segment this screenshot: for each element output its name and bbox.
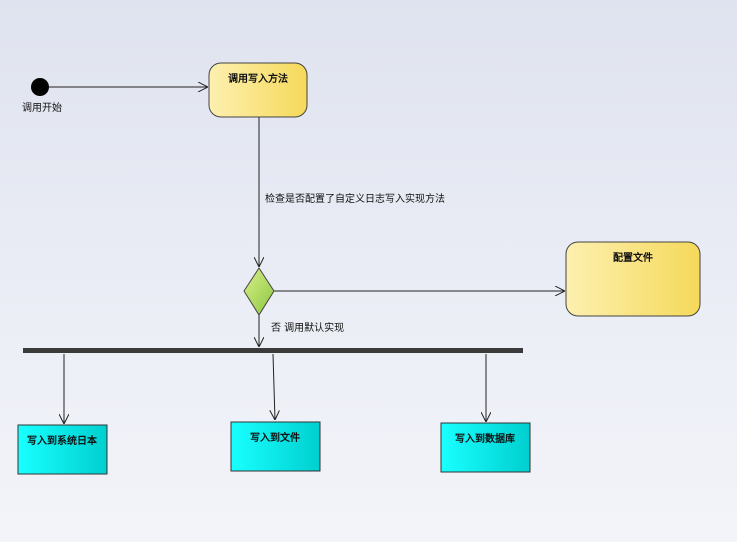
fork-bar[interactable]	[23, 348, 523, 353]
activity-invoke-write[interactable]: 调用写入方法	[208, 62, 308, 118]
edge-fork-to-file	[273, 353, 275, 420]
edges	[48, 87, 565, 424]
activity-config-file-label: 配置文件	[613, 251, 653, 264]
decision-node[interactable]	[243, 267, 275, 316]
activity-write-db[interactable]: 写入到数据库	[440, 422, 531, 473]
edge-check-label: 检查是否配置了自定义日志写入实现方法	[265, 192, 445, 205]
start-label: 调用开始	[22, 101, 62, 114]
start-node[interactable]	[31, 78, 49, 96]
activity-write-syslog[interactable]: 写入到系统日本	[17, 424, 108, 475]
activity-write-file[interactable]: 写入到文件	[230, 421, 321, 472]
activity-write-db-label: 写入到数据库	[455, 432, 515, 445]
activity-config-file[interactable]: 配置文件	[565, 241, 701, 317]
activity-write-syslog-label: 写入到系统日本	[27, 434, 98, 447]
activity-invoke-write-label: 调用写入方法	[228, 72, 288, 85]
edge-else-label: 否 调用默认实现	[271, 321, 344, 334]
activity-write-file-label: 写入到文件	[250, 431, 300, 444]
